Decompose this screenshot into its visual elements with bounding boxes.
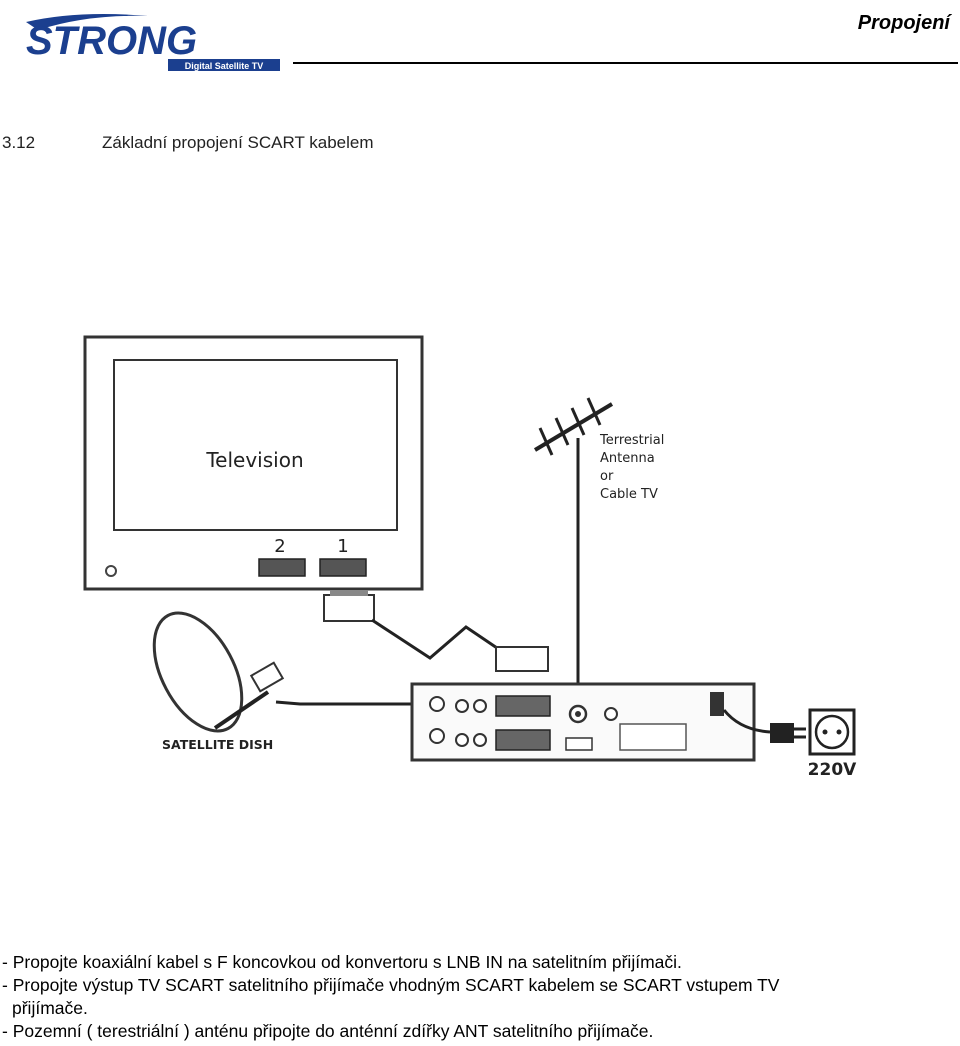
- logo-tagline: Digital Satellite TV: [185, 61, 264, 71]
- logo-wordmark: STRONG: [26, 19, 197, 63]
- rf-out-connector-icon: [604, 707, 618, 721]
- scart-cable: [323, 590, 549, 672]
- antenna-label: Terrestrial Antenna or Cable TV: [599, 433, 664, 502]
- power-outlet-icon: 220V: [770, 708, 857, 780]
- power-button-icon: [105, 565, 117, 577]
- tv-label: Television: [205, 448, 303, 472]
- scart-1-socket-icon: [319, 558, 367, 577]
- power-inlet-icon: [710, 692, 724, 716]
- antenna-label-line3: or: [600, 469, 614, 484]
- strong-logo-icon: STRONG Digital Satellite TV: [26, 14, 280, 71]
- scart-2-label: 2: [274, 536, 285, 557]
- instruction-line-2: - Propojte výstup TV SCART satelitního p…: [2, 975, 780, 995]
- loop-out-connector-icon: [429, 728, 445, 744]
- antenna-label-line4: Cable TV: [600, 487, 658, 502]
- page-heading: 3.12 Základní propojení SCART kabelem: [2, 133, 374, 153]
- rs232-port-icon: [565, 737, 593, 751]
- dish-label: SATELLITE DISH: [162, 737, 273, 752]
- antenna-icon: [533, 397, 614, 718]
- scart-1-label: 1: [337, 536, 348, 557]
- receiver-back-panel: [410, 682, 771, 762]
- antenna-label-line2: Antenna: [600, 451, 655, 466]
- power-label: 220V: [808, 760, 857, 780]
- section-title: Propojení: [857, 12, 950, 34]
- heading-number: 3.12: [2, 133, 36, 152]
- connection-diagram-svg: Television 2 1 Terrestrial Antenna or: [83, 335, 857, 780]
- instructions: - Propojte koaxiální kabel s F koncovkou…: [2, 951, 956, 1043]
- heading-title: Základní propojení SCART kabelem: [102, 133, 374, 152]
- instruction-line-3: - Pozemní ( terestriální ) anténu připoj…: [2, 1021, 654, 1041]
- instruction-line-2-cont: přijímače.: [12, 998, 88, 1018]
- instruction-line-1: - Propojte koaxiální kabel s F koncovkou…: [2, 952, 682, 972]
- tv-scart-socket-icon: [495, 695, 551, 717]
- warning-label-icon: [619, 723, 687, 751]
- connection-diagram: Television 2 1 Terrestrial Antenna or: [0, 320, 960, 800]
- brand-logo: STRONG Digital Satellite TV: [18, 8, 288, 74]
- vcr-scart-socket-icon: [495, 729, 551, 751]
- antenna-label-line1: Terrestrial: [599, 433, 664, 448]
- lnb-in-connector-icon: [429, 696, 445, 712]
- satellite-dish-icon: SATELLITE DISH: [152, 611, 418, 752]
- television: Television 2 1: [83, 335, 424, 591]
- header-rule: [293, 62, 958, 64]
- scart-2-socket-icon: [258, 558, 306, 577]
